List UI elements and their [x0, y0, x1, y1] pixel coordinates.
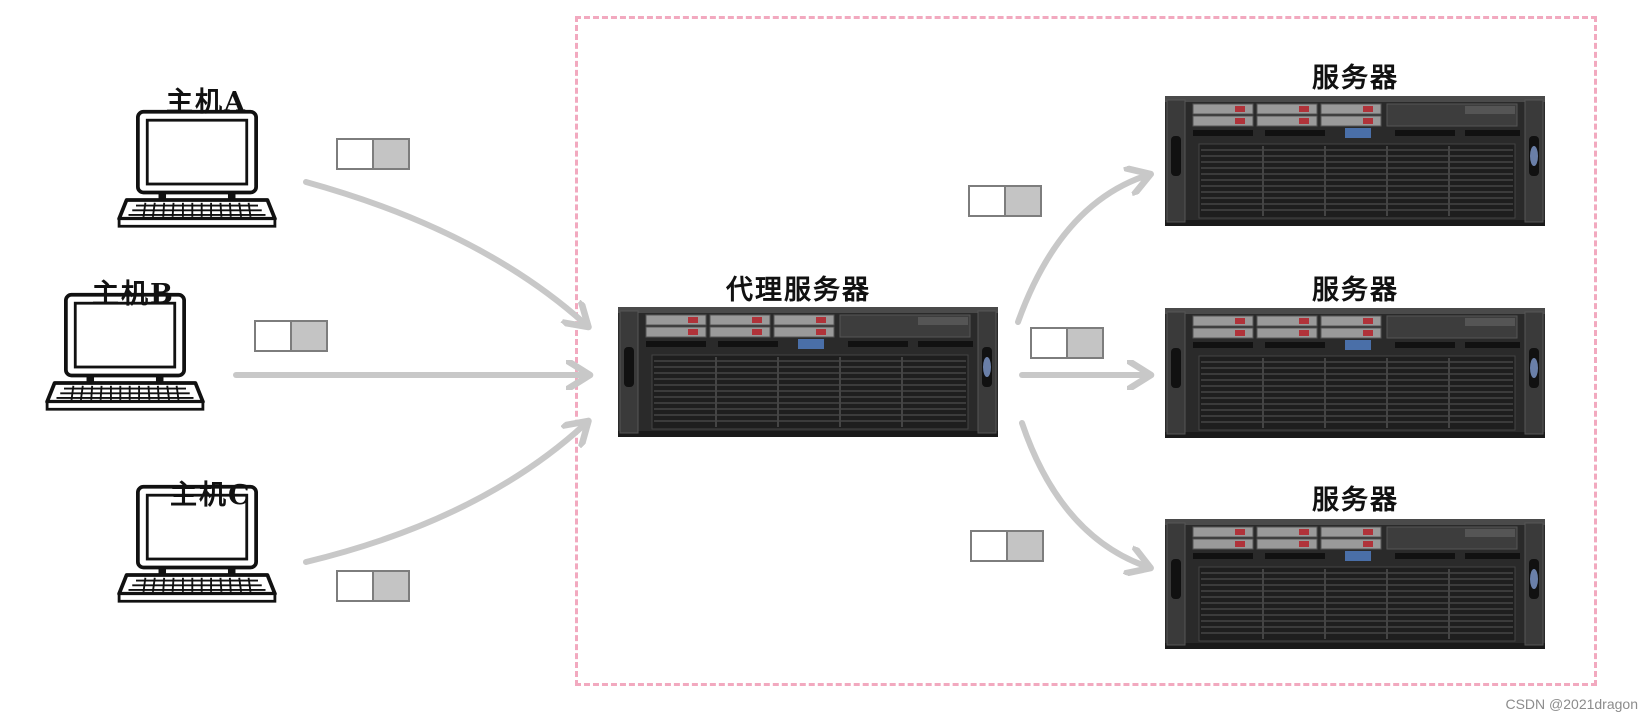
server-3-label: 服务器 [1312, 485, 1399, 516]
host-b-laptop-icon [45, 292, 205, 412]
packet-icon [336, 570, 410, 602]
packet-icon [254, 320, 328, 352]
proxy-server-icon [618, 307, 998, 437]
packet-icon [1030, 327, 1104, 359]
server-2-label: 服务器 [1312, 275, 1399, 306]
host-a-label: 主机A [166, 87, 247, 118]
arrow-proxy-to-server-1 [1015, 176, 1145, 325]
arrow-host-a-to-proxy [303, 179, 584, 323]
packet-icon [970, 530, 1044, 562]
host-c-label: 主机C [170, 480, 252, 511]
watermark: CSDN @2021dragon [1505, 696, 1638, 712]
arrow-host-c-to-proxy [303, 425, 584, 565]
host-a-laptop-icon [117, 109, 277, 229]
packet-icon [336, 138, 410, 170]
host-b-label: 主机B [92, 279, 175, 310]
server-2-icon [1165, 308, 1545, 438]
proxy-zone-boundary [575, 16, 1597, 686]
server-3-icon [1165, 519, 1545, 649]
server-1-icon [1165, 96, 1545, 226]
server-1-label: 服务器 [1312, 63, 1399, 94]
packet-icon [968, 185, 1042, 217]
arrow-proxy-to-server-3 [1019, 420, 1145, 566]
proxy-server-label: 代理服务器 [726, 275, 871, 306]
